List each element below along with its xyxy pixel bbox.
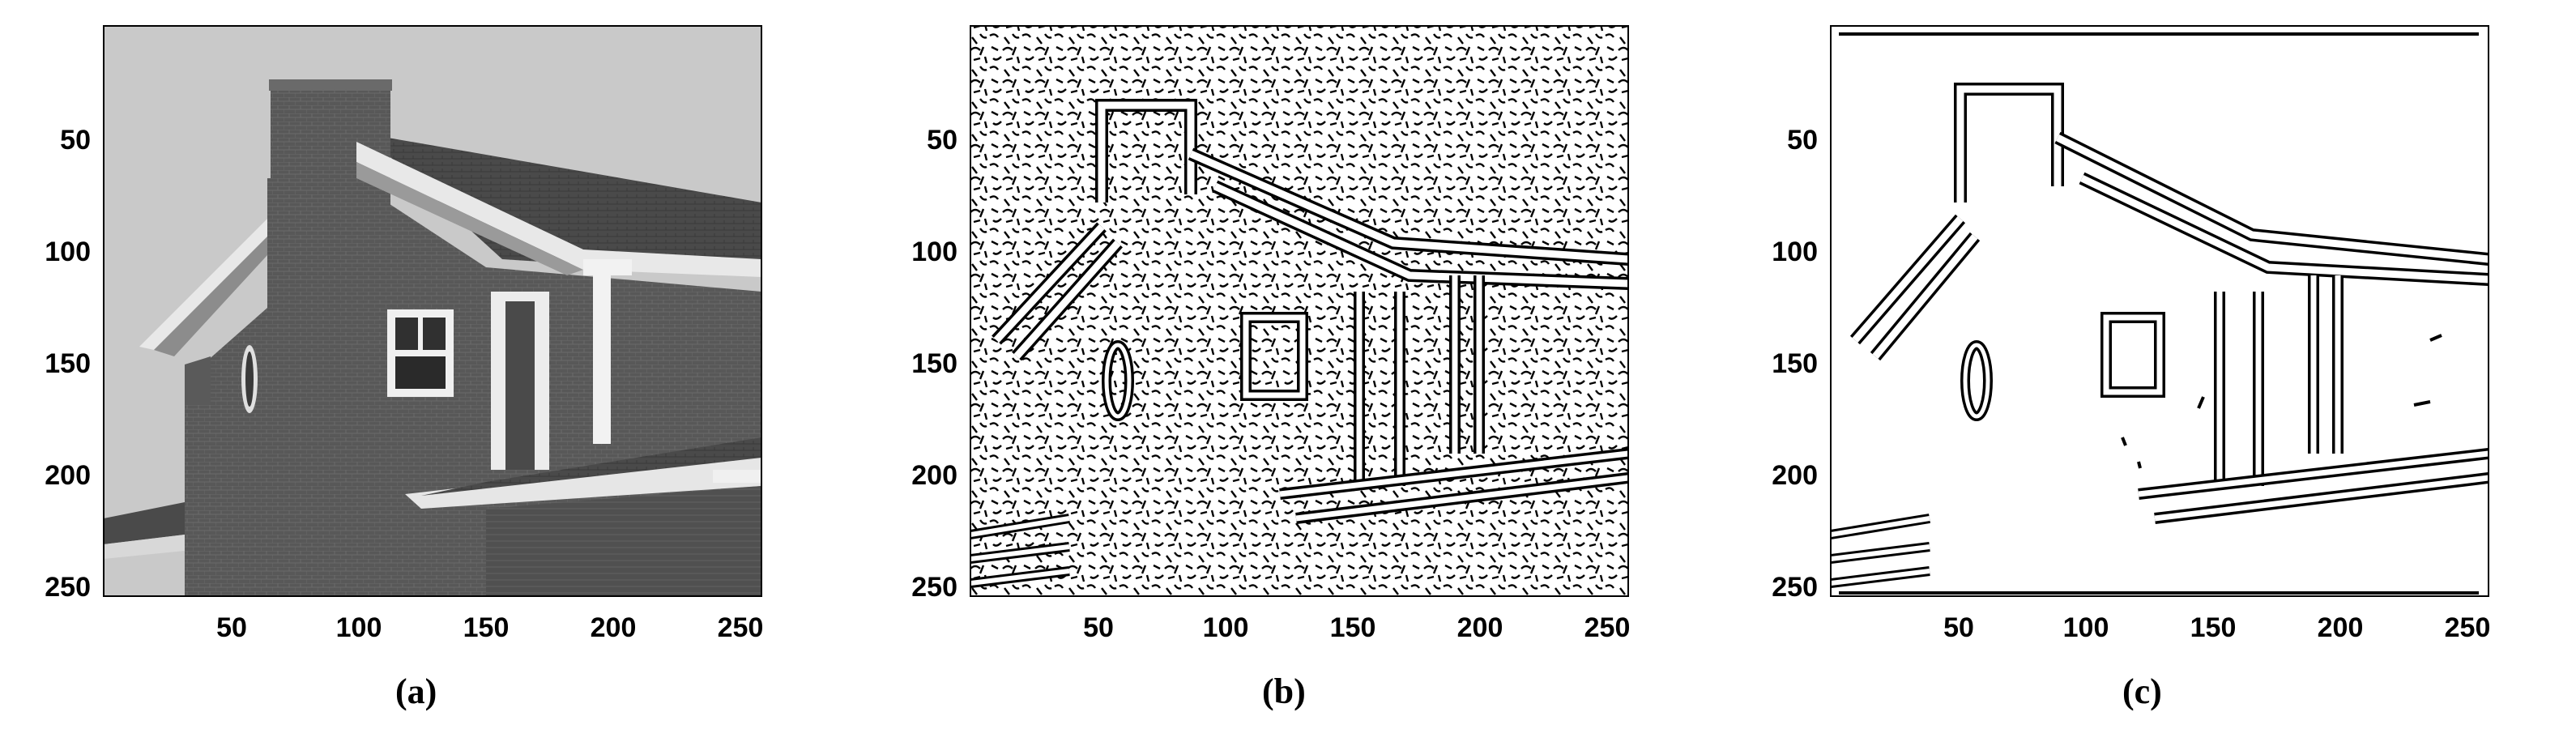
y-tick-label: 150 [911, 348, 957, 379]
panel-a-axes: 50 100 150 200 250 50 100 150 200 250 [45, 125, 763, 643]
panel-c: 50 100 150 200 250 50 100 150 200 250 (c… [1717, 0, 2576, 729]
y-tick-label: 200 [911, 460, 957, 491]
y-tick-label: 250 [1772, 572, 1818, 603]
y-axis: 50 100 150 200 250 [45, 125, 91, 603]
y-axis: 50 100 150 200 250 [1772, 125, 1818, 603]
x-tick-label: 100 [1203, 612, 1249, 643]
x-tick-label: 50 [1943, 612, 1974, 643]
x-axis: 50 100 150 200 250 [1083, 612, 1630, 643]
y-tick-label: 200 [45, 460, 91, 491]
x-tick-label: 200 [2318, 612, 2364, 643]
y-tick-label: 100 [1772, 237, 1818, 267]
panel-c-figure: 50 100 150 200 250 50 100 150 200 250 [1772, 25, 2490, 643]
y-tick-label: 150 [45, 348, 91, 379]
panel-a-figure: 50 100 150 200 250 50 100 150 200 250 [45, 25, 763, 643]
panel-b: 50 100 150 200 250 50 100 150 200 250 (b… [859, 0, 1717, 729]
x-tick-label: 100 [336, 612, 382, 643]
x-tick-label: 150 [463, 612, 510, 643]
panel-c-caption: (c) [2122, 671, 2162, 711]
x-tick-label: 150 [2190, 612, 2237, 643]
x-tick-label: 250 [2445, 612, 2491, 643]
x-axis: 50 100 150 200 250 [1943, 612, 2490, 643]
x-tick-label: 200 [591, 612, 637, 643]
y-tick-label: 200 [1772, 460, 1818, 491]
y-tick-label: 150 [1772, 348, 1818, 379]
y-tick-label: 50 [60, 125, 91, 156]
clean-edge-map [1830, 25, 2489, 597]
y-tick-label: 100 [911, 237, 957, 267]
panel-b-figure: 50 100 150 200 250 50 100 150 200 250 [911, 25, 1630, 643]
panel-b-caption: (b) [1262, 671, 1306, 711]
x-axis: 50 100 150 200 250 [216, 612, 763, 643]
panel-a: 50 100 150 200 250 50 100 150 200 250 (a… [0, 0, 859, 729]
panel-b-axes: 50 100 150 200 250 50 100 150 200 250 [911, 125, 1630, 643]
panel-a-caption: (a) [395, 671, 437, 711]
x-tick-label: 200 [1457, 612, 1503, 643]
x-tick-label: 100 [2063, 612, 2109, 643]
house-photo [103, 25, 762, 597]
x-tick-label: 50 [216, 612, 247, 643]
x-tick-label: 250 [718, 612, 764, 643]
y-tick-label: 100 [45, 237, 91, 267]
y-tick-label: 250 [45, 572, 91, 603]
panel-c-axes: 50 100 150 200 250 50 100 150 200 250 [1772, 125, 2490, 643]
y-tick-label: 50 [927, 125, 957, 156]
y-tick-label: 50 [1787, 125, 1818, 156]
y-axis: 50 100 150 200 250 [911, 125, 957, 603]
dense-edge-map [970, 25, 1629, 597]
x-tick-label: 50 [1083, 612, 1114, 643]
x-tick-label: 150 [1330, 612, 1376, 643]
x-tick-label: 250 [1584, 612, 1631, 643]
y-tick-label: 250 [911, 572, 957, 603]
